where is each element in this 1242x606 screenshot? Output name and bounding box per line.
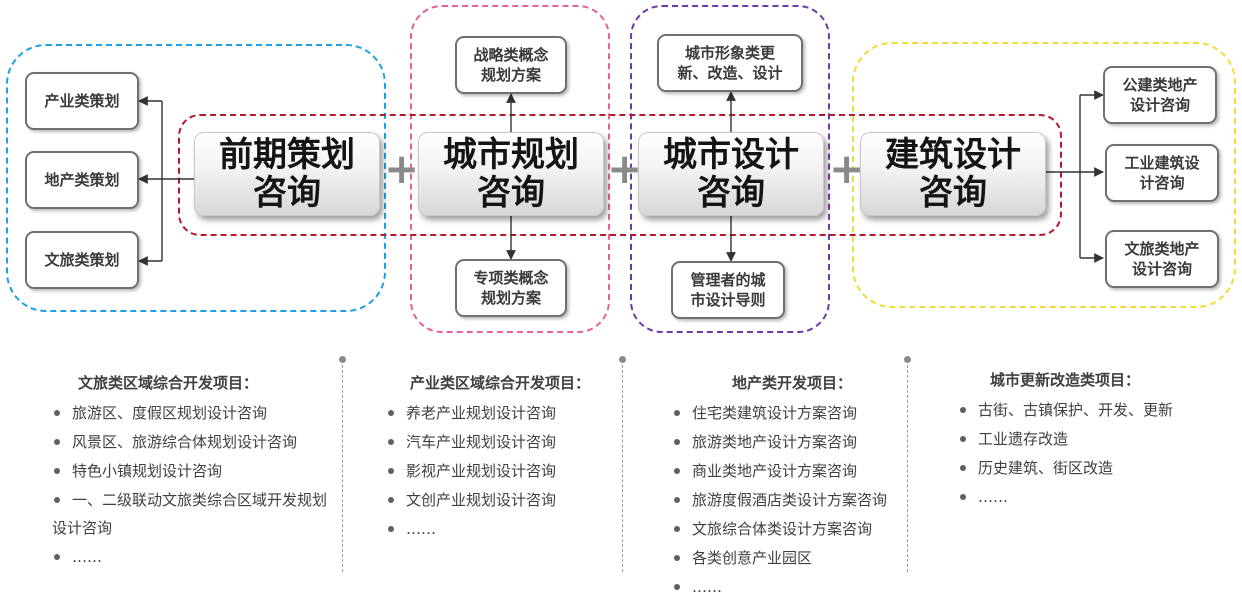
column-separator [619, 356, 626, 572]
list-item: 汽车产业规划设计咨询 [386, 432, 616, 452]
list-item: 旅游度假酒店类设计方案咨询 [672, 490, 902, 510]
list-item: …… [958, 487, 1228, 507]
box-culture-tourism-planning: 文旅类策划 [25, 231, 139, 289]
box-industry-planning: 产业类策划 [25, 72, 139, 130]
project-column-realestate: 地产类开发项目： 住宅类建筑设计方案咨询 旅游类地产设计方案咨询 商业类地产设计… [672, 372, 902, 606]
column-title: 城市更新改造类项目： [990, 371, 1141, 389]
list-item: 各类创意产业园区 [672, 548, 902, 568]
box-culture-building-design: 文旅类地产设计咨询 [1105, 230, 1219, 288]
list-item: 工业遗存改造 [958, 429, 1228, 449]
column-title: 产业类区域综合开发项目： [410, 374, 591, 392]
main-box-architecture: 建筑设计咨询 [860, 132, 1046, 216]
list-item: 旅游类地产设计方案咨询 [672, 432, 902, 452]
list-item: 文创产业规划设计咨询 [386, 490, 616, 510]
list-item: 商业类地产设计方案咨询 [672, 461, 902, 481]
list-item: 特色小镇规划设计咨询 [52, 461, 332, 481]
column-separator [904, 356, 911, 572]
plus-sign: + [384, 144, 420, 193]
list-item: …… [386, 519, 616, 539]
column-title: 地产类开发项目： [732, 374, 853, 392]
list-item: 一、二级联动文旅类综合区域开发规划设计咨询 [52, 486, 332, 542]
column-separator [339, 356, 346, 572]
list-item: 古街、古镇保护、开发、更新 [958, 400, 1228, 420]
box-city-image-renewal: 城市形象类更新、改造、设计 [657, 34, 803, 92]
plus-sign: + [829, 144, 865, 193]
project-column-culture-tourism: 文旅类区域综合开发项目： 旅游区、度假区规划设计咨询 风景区、旅游综合体规划设计… [52, 372, 332, 576]
list-item: 住宅类建筑设计方案咨询 [672, 403, 902, 423]
planning-group-outline [410, 5, 610, 333]
list-item: …… [672, 577, 902, 597]
box-industrial-building-design: 工业建筑设计咨询 [1105, 144, 1219, 202]
list-item: 文旅综合体类设计方案咨询 [672, 519, 902, 539]
plus-sign: + [607, 144, 643, 193]
list-item: 风景区、旅游综合体规划设计咨询 [52, 432, 332, 452]
project-column-urban-renewal: 城市更新改造类项目： 古街、古镇保护、开发、更新 工业遗存改造 历史建筑、街区改… [958, 369, 1228, 516]
main-chain-outline [178, 114, 1062, 236]
list-item: 养老产业规划设计咨询 [386, 403, 616, 423]
box-design-guideline: 管理者的城市设计导则 [671, 261, 785, 319]
box-special-concept-plan: 专项类概念规划方案 [455, 259, 567, 317]
list-item: 影视产业规划设计咨询 [386, 461, 616, 481]
box-public-building-design: 公建类地产设计咨询 [1103, 66, 1217, 124]
main-box-urban-design: 城市设计咨询 [638, 132, 824, 216]
design-group-outline [630, 5, 830, 333]
list-item: 旅游区、度假区规划设计咨询 [52, 403, 332, 423]
list-item: 历史建筑、街区改造 [958, 458, 1228, 478]
box-realestate-planning: 地产类策划 [25, 151, 139, 209]
main-box-strategy: 前期策划咨询 [194, 132, 380, 216]
main-box-urban-planning: 城市规划咨询 [418, 132, 604, 216]
box-strategic-concept-plan: 战略类概念规划方案 [455, 36, 567, 94]
strategy-group-outline [6, 44, 386, 312]
column-title: 文旅类区域综合开发项目： [78, 374, 259, 392]
project-column-industry: 产业类区域综合开发项目： 养老产业规划设计咨询 汽车产业规划设计咨询 影视产业规… [386, 372, 616, 548]
list-item: …… [52, 547, 332, 567]
architecture-group-outline [852, 42, 1236, 308]
